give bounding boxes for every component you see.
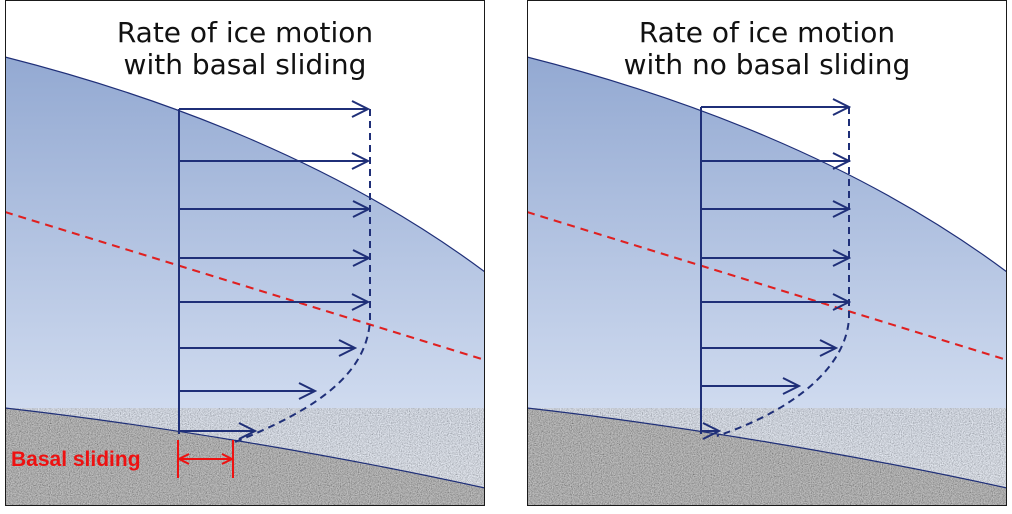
glacier-illustration xyxy=(5,0,485,506)
basal-sliding-label: Basal sliding xyxy=(11,448,141,471)
velocity-arrows xyxy=(701,107,849,431)
panel-title-line1: Rate of ice motion xyxy=(116,16,374,49)
bed-line xyxy=(5,407,485,489)
diagram-panel-no-basal-sliding: Rate of ice motion with no basal sliding xyxy=(527,0,1007,506)
velocity-profile-curve xyxy=(716,107,850,437)
glacier-ice xyxy=(527,57,1007,488)
bed-line xyxy=(527,407,1007,489)
panel-title-line1: Rate of ice motion xyxy=(638,16,896,49)
glacier-ice xyxy=(5,57,485,488)
panel-title-line2: with no basal sliding xyxy=(623,48,911,81)
glacier-illustration xyxy=(527,0,1007,506)
diagram-panel-basal-sliding: Rate of ice motion with basal sliding Ba… xyxy=(5,0,485,506)
glacier-surface-line xyxy=(5,56,485,273)
velocity-arrows xyxy=(179,109,369,431)
velocity-profile-curve xyxy=(234,109,371,443)
basal-sliding-bracket xyxy=(177,440,234,478)
glacier-surface-line xyxy=(527,56,1007,273)
panel-title-line2: with basal sliding xyxy=(123,48,367,81)
